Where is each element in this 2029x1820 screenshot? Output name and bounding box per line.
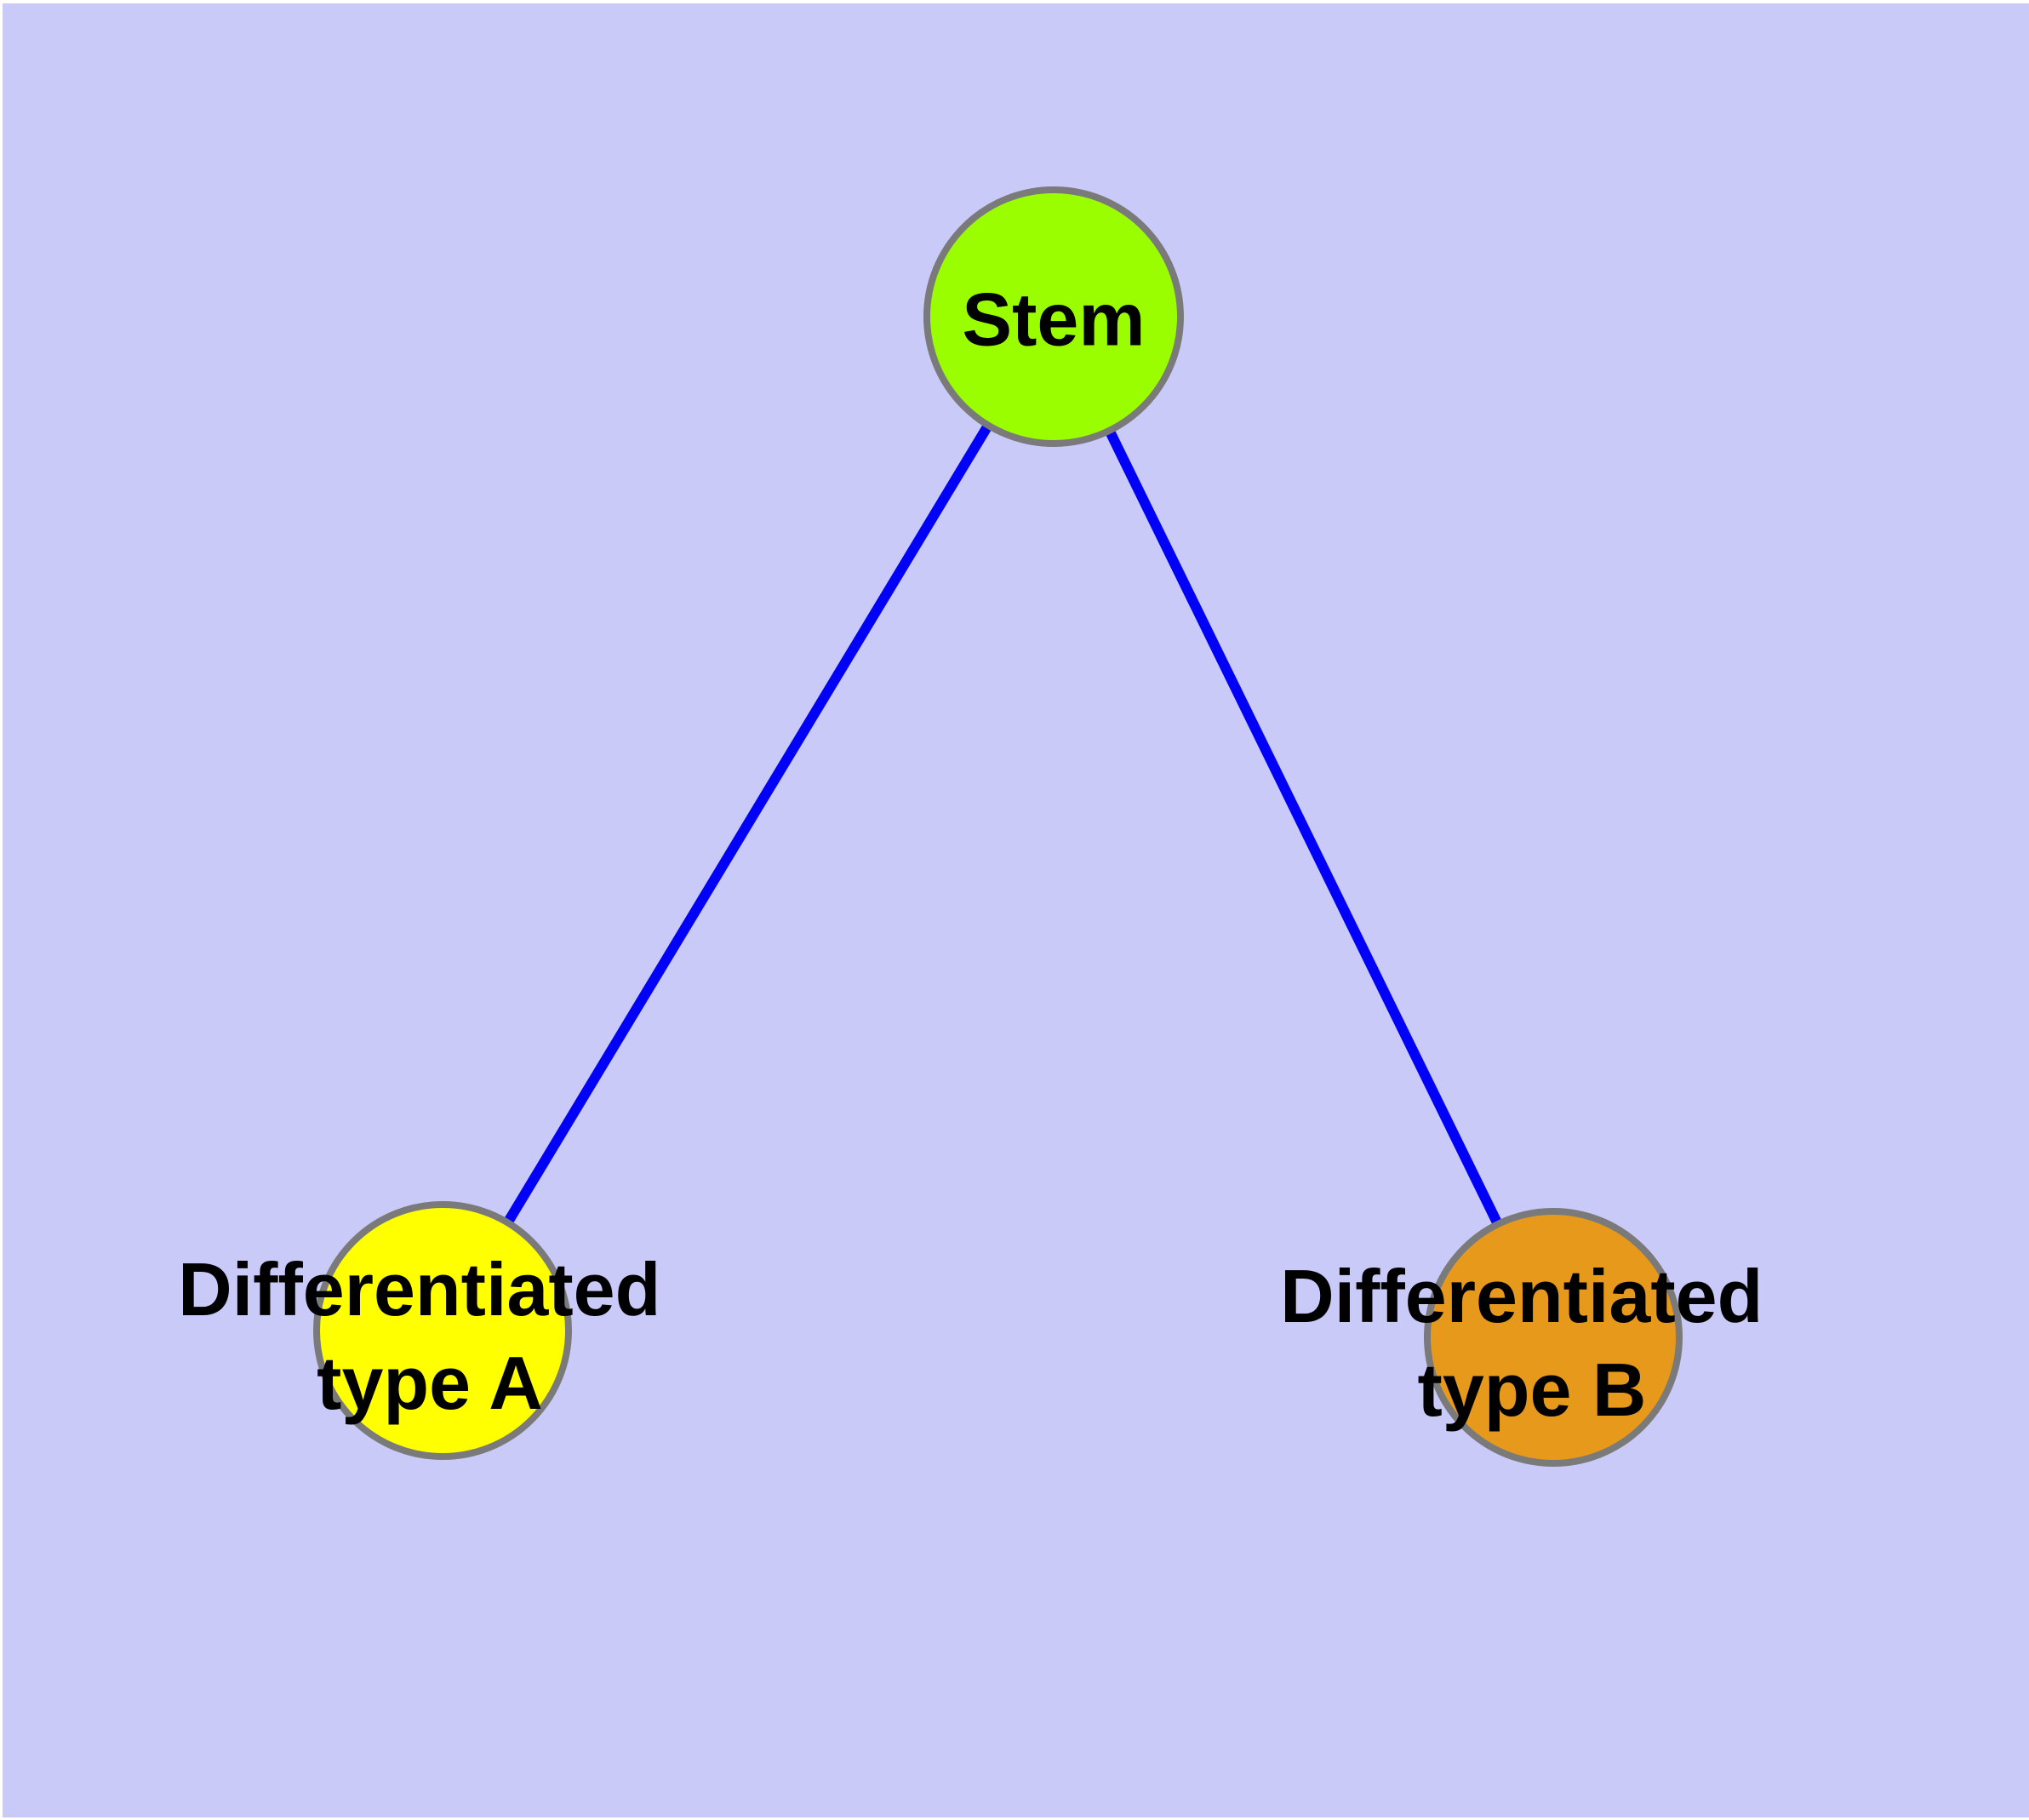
node-differentiated-type-b-label-line2: type B bbox=[1418, 1348, 1647, 1432]
node-differentiated-type-b bbox=[1424, 1208, 1683, 1467]
node-differentiated-type-a-label-line2: type A bbox=[317, 1341, 543, 1425]
edge-stem-to-type-a bbox=[437, 313, 1059, 1334]
node-differentiated-type-b-label: Differentiated type B bbox=[1280, 1254, 1784, 1432]
edge-stem-to-type-b bbox=[1049, 314, 1558, 1340]
node-stem-label: Stem bbox=[962, 278, 1145, 362]
node-differentiated-type-a-label: Differentiated type A bbox=[178, 1247, 682, 1425]
node-differentiated-type-a-label-line1: Differentiated bbox=[178, 1247, 660, 1331]
node-stem bbox=[923, 186, 1184, 447]
node-differentiated-type-a bbox=[313, 1201, 572, 1460]
node-differentiated-type-b-label-line1: Differentiated bbox=[1280, 1254, 1763, 1338]
